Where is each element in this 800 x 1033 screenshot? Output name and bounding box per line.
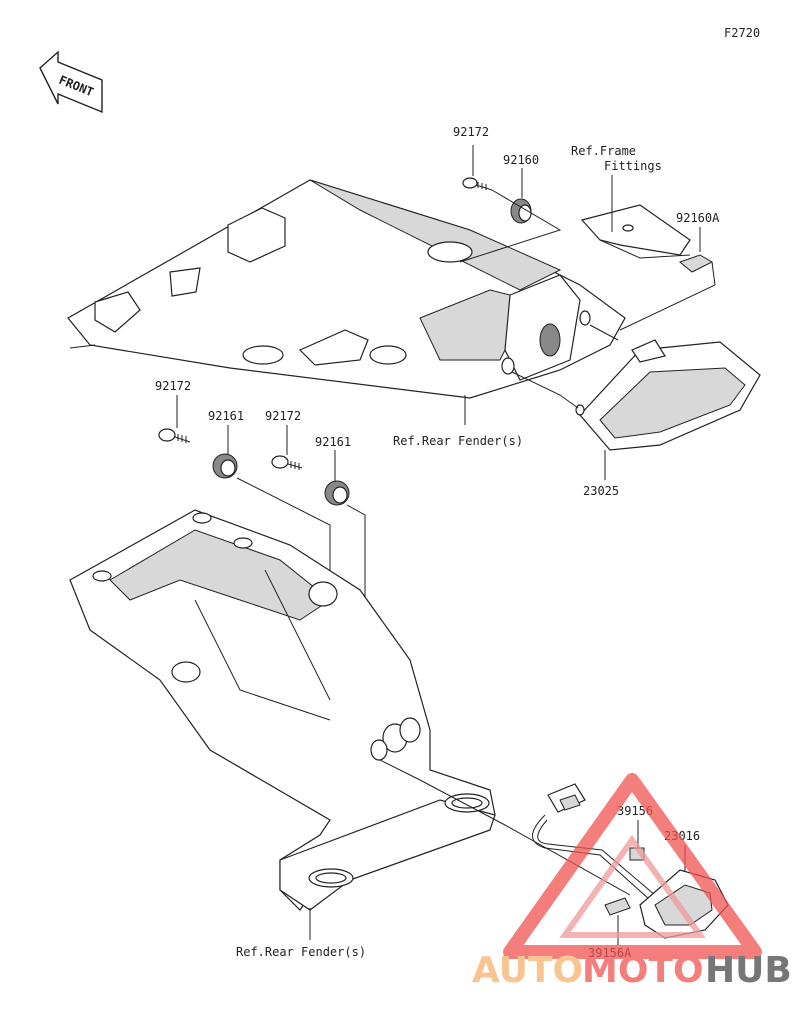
label-92172-left: 92172 bbox=[155, 379, 191, 393]
label-92160A: 92160A bbox=[676, 211, 720, 225]
rubber-92160A bbox=[679, 254, 714, 273]
tail-lamp-23025 bbox=[575, 339, 761, 451]
grommet-92161-right bbox=[324, 480, 350, 506]
watermark-text-hub: HUB bbox=[705, 950, 792, 991]
grommet-92161-left bbox=[212, 453, 238, 479]
label-ref-rear-fender-bottom: Ref.Rear Fender(s) bbox=[236, 945, 366, 959]
license-light-wiring bbox=[532, 783, 656, 901]
frame-fitting-bracket bbox=[580, 204, 691, 259]
lower-rear-fender bbox=[69, 509, 496, 911]
label-ref-frame: Ref.Frame bbox=[571, 144, 636, 158]
screw-92172-right bbox=[271, 455, 303, 470]
label-92172-right: 92172 bbox=[265, 409, 301, 423]
watermark-logo: AUTO MOTO HUB bbox=[472, 773, 792, 991]
watermark-text-auto: AUTO bbox=[472, 950, 583, 991]
front-arrow-icon: FRONT bbox=[39, 50, 103, 114]
clip-39156A bbox=[604, 897, 631, 916]
upper-rear-fender bbox=[67, 179, 626, 399]
figure-code: F2720 bbox=[724, 26, 760, 40]
watermark-text-moto: MOTO bbox=[582, 950, 704, 991]
watermark-triangle-icon bbox=[503, 773, 762, 959]
label-92160: 92160 bbox=[503, 153, 539, 167]
label-fittings: Fittings bbox=[604, 159, 662, 173]
label-92172-top: 92172 bbox=[453, 125, 489, 139]
label-23025: 23025 bbox=[583, 484, 619, 498]
leader-lines-upper bbox=[459, 145, 716, 480]
label-92161-left: 92161 bbox=[208, 409, 244, 423]
screw-92172-left bbox=[158, 428, 191, 443]
label-92161-right: 92161 bbox=[315, 435, 351, 449]
label-ref-rear-fender-top: Ref.Rear Fender(s) bbox=[393, 434, 523, 448]
screw-92172-top bbox=[462, 177, 493, 191]
